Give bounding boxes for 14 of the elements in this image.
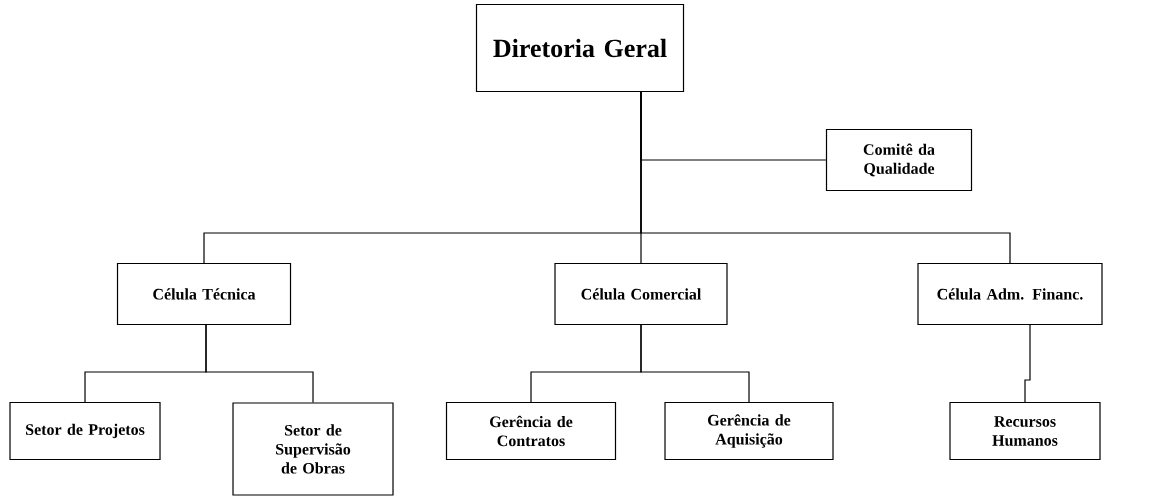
- connector-line: [640, 91, 1011, 264]
- connector-line: [205, 324, 314, 403]
- org-box: Célula Técnica: [116, 262, 292, 326]
- org-box: Recursos Humanos: [949, 401, 1101, 461]
- connector-line: [1024, 324, 1031, 403]
- org-box: Setor de Projetos: [9, 401, 161, 461]
- org-box: Comitê da Qualidade: [825, 128, 973, 192]
- org-box: Gerência de Aquisição: [664, 401, 834, 461]
- org-box: Célula Comercial: [554, 262, 728, 326]
- org-box: Célula Adm. Financ.: [917, 262, 1103, 326]
- org-box: Diretoria Geral: [475, 3, 685, 93]
- org-box: Setor de Supervisão de Obras: [232, 402, 394, 496]
- org-box: Gerência de Contratos: [445, 401, 617, 461]
- connector-line: [640, 324, 750, 403]
